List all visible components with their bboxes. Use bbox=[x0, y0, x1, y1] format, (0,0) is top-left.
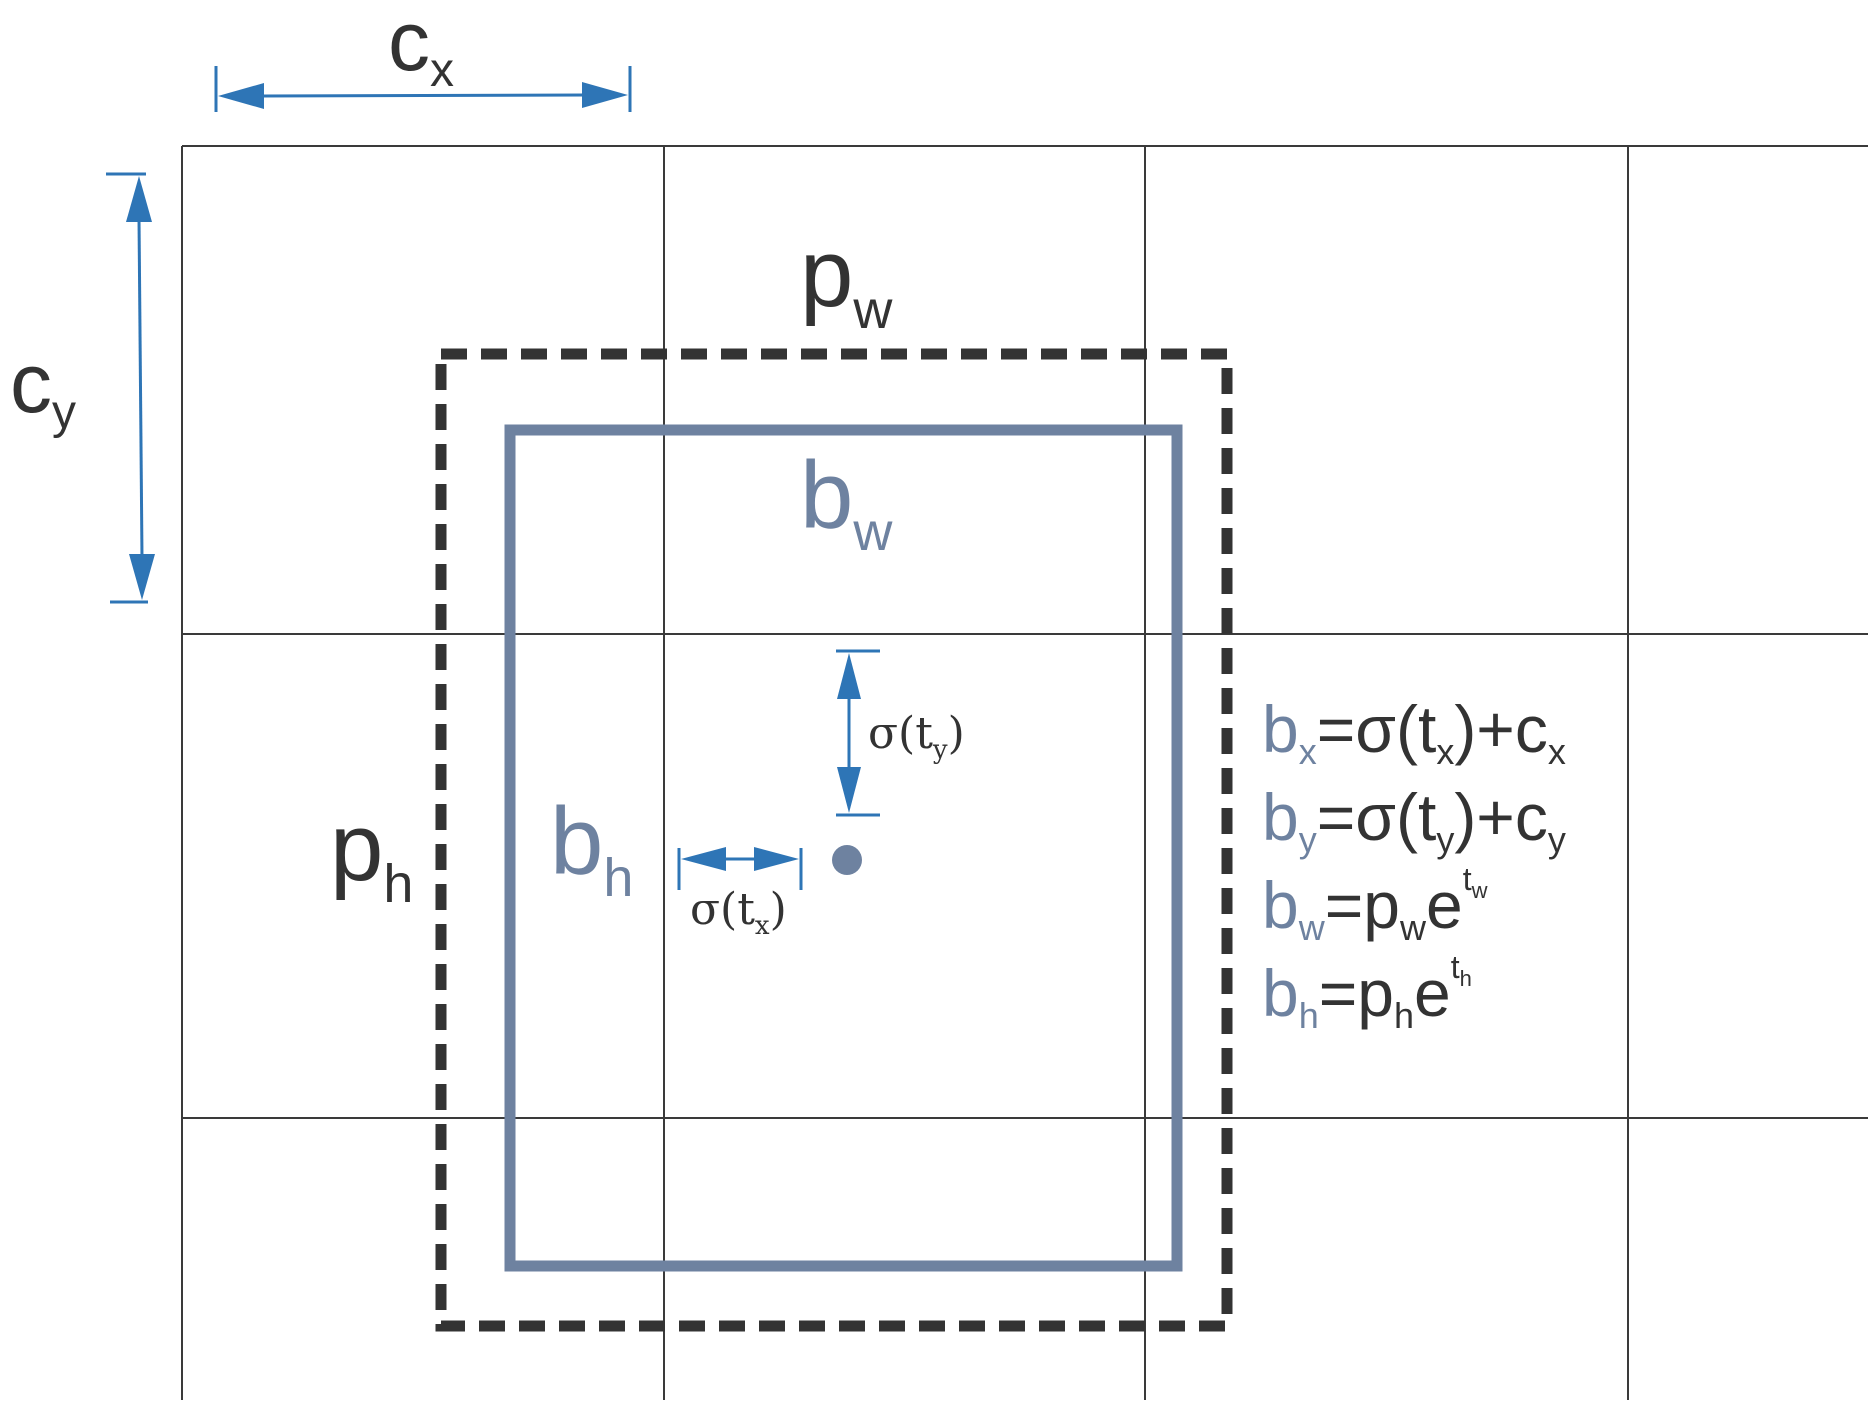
cx-arrow-line bbox=[261, 93, 587, 98]
label-ph: ph bbox=[330, 794, 413, 914]
label-sigma-tx: σ(tx) bbox=[690, 884, 787, 941]
equation-bx: bx=σ(tx)+cx bbox=[1262, 692, 1566, 772]
equation-bh: bh=pheth bbox=[1262, 949, 1472, 1036]
cy-arrow-line bbox=[137, 217, 144, 559]
predicted-box bbox=[504, 424, 1183, 1272]
label-sigma-ty: σ(ty) bbox=[868, 708, 965, 765]
label-bh: bh bbox=[550, 788, 633, 908]
sigma-tx-arrowhead-left bbox=[681, 847, 726, 871]
label-cy: cy bbox=[10, 336, 76, 439]
equation-by: by=σ(ty)+cy bbox=[1262, 780, 1566, 860]
cx-dimension bbox=[214, 66, 632, 112]
sigma-tx-arrowhead-right bbox=[754, 847, 799, 871]
equations: bx=σ(tx)+cx by=σ(ty)+cy bw=pwetw bh=phet… bbox=[1262, 692, 1566, 1036]
box-center-point bbox=[832, 845, 862, 875]
cx-arrowhead-left bbox=[218, 83, 264, 109]
grid bbox=[181, 145, 1868, 1400]
sigma-ty-arrowhead-bottom bbox=[837, 767, 861, 813]
equation-bw: bw=pwetw bbox=[1262, 861, 1488, 948]
cy-arrowhead-top bbox=[126, 176, 152, 222]
cy-dimension bbox=[106, 172, 155, 604]
cy-arrowhead-bottom bbox=[129, 554, 155, 600]
sigma-ty-dimension bbox=[836, 649, 880, 817]
sigma-ty-arrowhead-top bbox=[837, 653, 861, 699]
sigma-tx-dimension bbox=[677, 847, 803, 890]
label-bw: bw bbox=[800, 442, 893, 562]
cx-arrowhead-right bbox=[582, 82, 628, 108]
label-pw: pw bbox=[800, 220, 893, 340]
label-cx: cx bbox=[388, 0, 454, 97]
